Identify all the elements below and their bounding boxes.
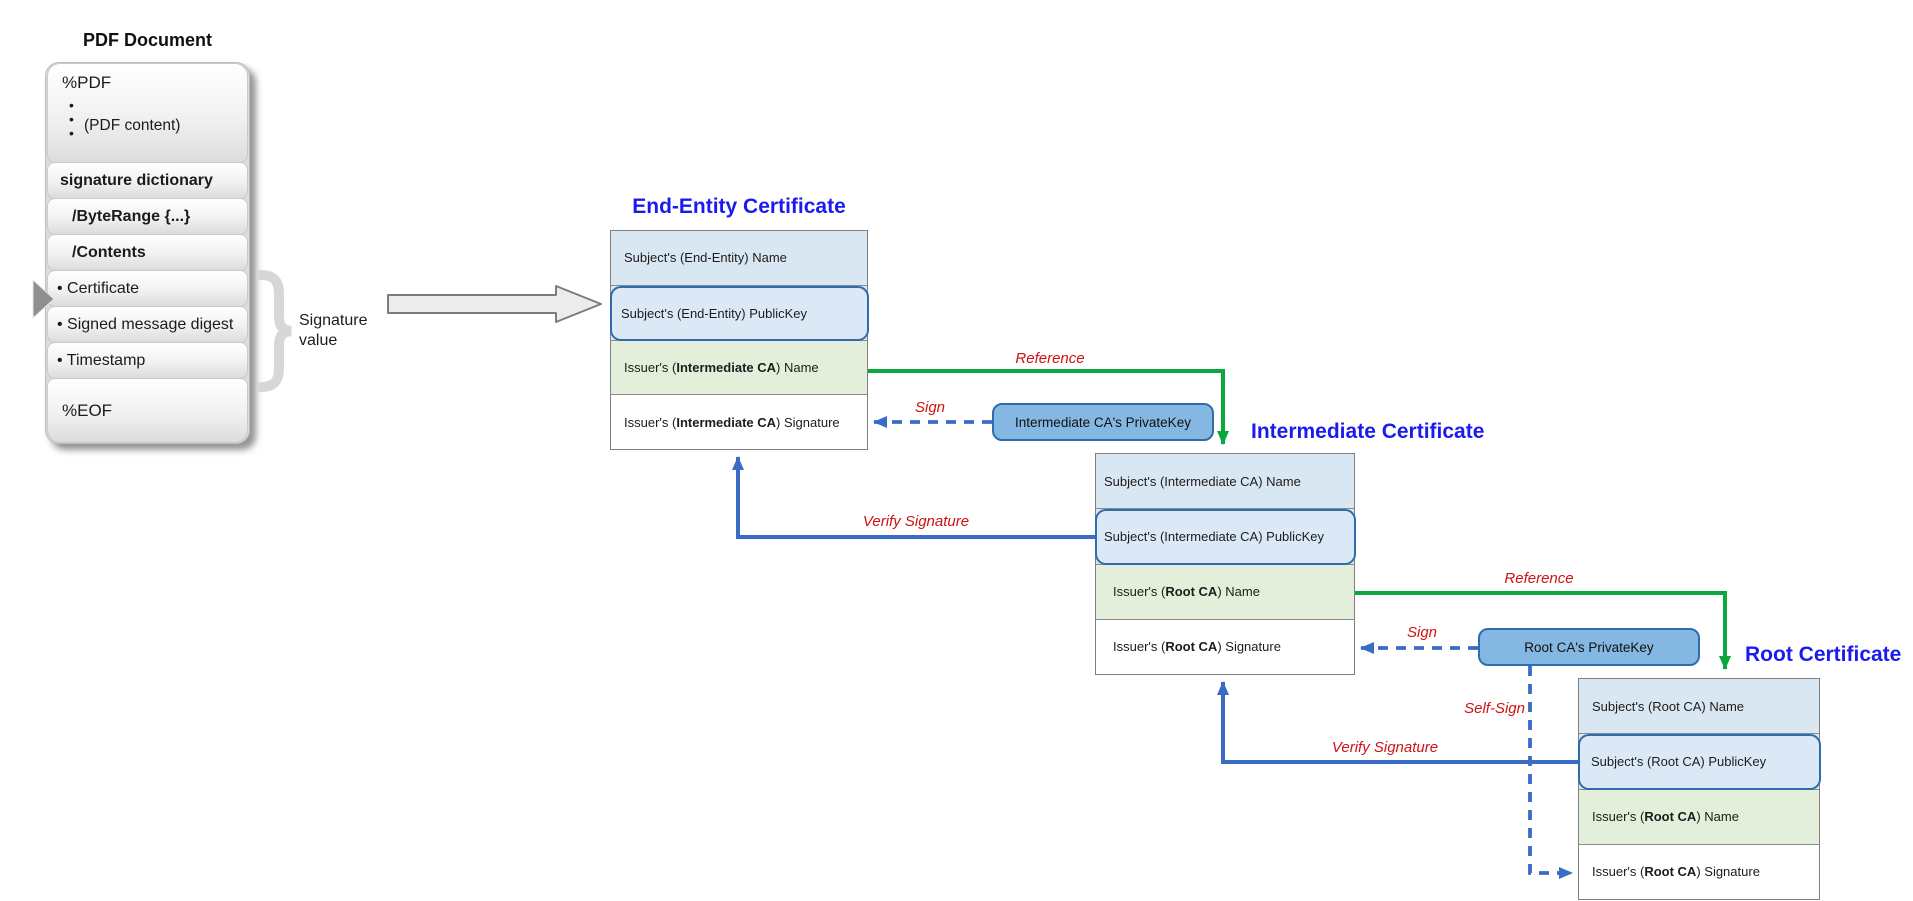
row-text: Subject's (Intermediate CA) PublicKey [1104,529,1324,545]
row-text: Subject's (End-Entity) PublicKey [621,305,808,321]
intermediate-subject-name-row: Subject's (Intermediate CA) Name [1096,454,1354,510]
self-sign-arrow [1528,666,1573,879]
row-text-bold: Root CA [1644,809,1697,825]
row-text: Subject's (Intermediate CA) Name [1104,473,1301,489]
row-text-bold: Root CA [1644,864,1697,880]
pdf-content-note: (PDF content) [84,117,181,134]
grouping-brace-icon [256,270,292,392]
pdf-document-panel: %PDF • • • (PDF content) signature dicti… [45,62,250,444]
row-text: ) Signature [1696,864,1760,880]
root-certificate-title: Root Certificate [1745,643,1902,666]
verify-signature-label-1: Verify Signature [862,513,970,530]
root-issuer-signature-row: Issuer's (Root CA) Signature [1579,844,1819,899]
row-text: Issuer's ( [624,359,677,375]
pdf-row-certificate: • Certificate [47,270,248,307]
row-text: Issuer's ( [1592,864,1645,880]
intermediate-issuer-name-row: Issuer's (Root CA) Name [1096,564,1354,620]
root-ca-privatekey-box: Root CA's PrivateKey [1478,628,1700,666]
row-text: Issuer's ( [1113,639,1166,655]
pdf-marker-text: %PDF [62,73,112,92]
row-text: Subject's (End-Entity) Name [624,250,787,266]
intermediate-certificate-box: Subject's (Intermediate CA) Name Subject… [1095,453,1356,675]
pdf-document-title: PDF Document [82,30,212,50]
publickey-capsule: Subject's (Root CA) PublicKey [1578,734,1821,790]
intermediate-issuer-signature-row: Issuer's (Root CA) Signature [1096,619,1354,674]
sign-label-1: Sign [914,399,946,416]
row-text-bold: Root CA [1165,639,1218,655]
row-text-bold: Intermediate CA [676,414,777,430]
root-issuer-name-row: Issuer's (Root CA) Name [1579,789,1819,845]
end-entity-issuer-signature-row: Issuer's (Intermediate CA) Signature [611,395,867,449]
root-subject-name-row: Subject's (Root CA) Name [1579,679,1819,735]
publickey-capsule: Subject's (Intermediate CA) PublicKey [1095,509,1356,565]
publickey-capsule: Subject's (End-Entity) PublicKey [610,285,869,341]
row-text: Issuer's ( [624,414,677,430]
end-entity-subject-publickey-row: Subject's (End-Entity) PublicKey [610,285,869,341]
row-text-bold: Root CA [1165,584,1218,600]
end-entity-subject-name-row: Subject's (End-Entity) Name [611,231,867,286]
row-text: ) Name [1696,809,1739,825]
row-text: Subject's (Root CA) Name [1592,698,1745,714]
row-text: Issuer's ( [1592,809,1645,825]
row-text: ) Signature [776,414,840,430]
row-text: ) Name [776,359,819,375]
pdf-content-dots: • • • [69,97,74,141]
signature-value-label: Signature value [299,312,368,350]
root-subject-publickey-row: Subject's (Root CA) PublicKey [1578,734,1821,790]
signature-value-arrow-icon [387,285,602,323]
root-certificate-box: Subject's (Root CA) Name Subject's (Root… [1578,678,1821,900]
row-text: Issuer's ( [1113,584,1166,600]
sign-label-2: Sign [1406,624,1438,641]
row-text: ) Name [1217,584,1260,600]
end-entity-certificate-box: Subject's (End-Entity) Name Subject's (E… [610,230,869,450]
reference-label-1: Reference [1015,350,1085,367]
pdf-header-section: %PDF • • • (PDF content) [47,63,248,163]
end-entity-certificate-title: End-Entity Certificate [632,195,846,218]
self-sign-label: Self-Sign [1464,700,1525,717]
pdf-row-signature-dictionary: signature dictionary [47,162,248,199]
reference-label-2: Reference [1504,570,1574,587]
row-text: ) Signature [1217,639,1281,655]
end-entity-issuer-name-row: Issuer's (Intermediate CA) Name [611,340,867,396]
intermediate-subject-publickey-row: Subject's (Intermediate CA) PublicKey [1095,509,1356,565]
intermediate-ca-privatekey-box: Intermediate CA's PrivateKey [992,403,1214,441]
pdf-row-contents: /Contents [47,234,248,271]
row-text-bold: Intermediate CA [676,359,777,375]
pdf-row-timestamp: • Timestamp [47,342,248,379]
intermediate-certificate-title: Intermediate Certificate [1251,420,1485,443]
pdf-row-signed-message-digest: • Signed message digest [47,306,248,343]
pdf-row-eof: %EOF [47,378,248,443]
row-text: Subject's (Root CA) PublicKey [1591,754,1767,770]
verify-signature-label-2: Verify Signature [1331,739,1439,756]
pdf-row-byterange: /ByteRange {...} [47,198,248,235]
